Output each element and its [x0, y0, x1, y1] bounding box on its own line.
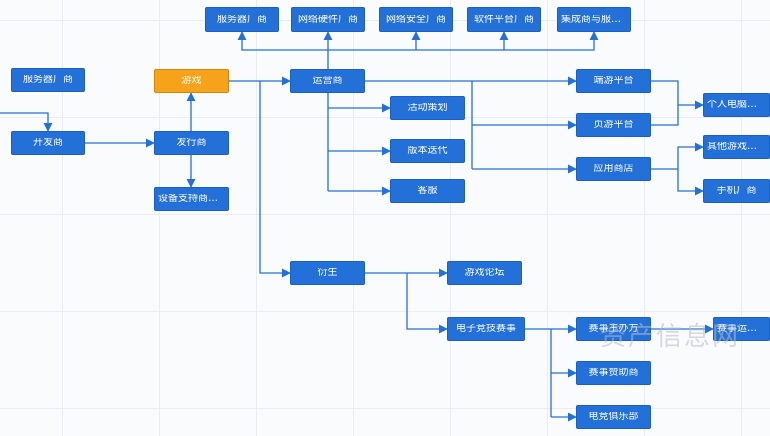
node-network-hardware-vendor[interactable]: 网络硬件厂商	[291, 7, 365, 32]
edge-left-to-developer	[0, 112, 53, 132]
edge-app-to-phone	[677, 169, 704, 196]
node-game[interactable]: 游戏	[154, 69, 229, 93]
node-pc-vendor[interactable]: 个人电脑厂商	[703, 93, 770, 117]
node-network-security-vendor[interactable]: 网络安全厂商	[379, 7, 453, 32]
edge-derivative-to-esports	[406, 273, 448, 334]
edge-game-to-derivative	[259, 81, 291, 278]
node-app-store[interactable]: 应用商店	[576, 157, 651, 181]
node-event-organizer[interactable]: 赛事主办方	[576, 317, 651, 341]
node-server-vendor-left[interactable]: 服务器厂商	[11, 68, 85, 92]
node-game-forum[interactable]: 游戏论坛	[447, 261, 522, 285]
node-event-sponsor[interactable]: 赛事赞助商	[576, 361, 651, 385]
node-integrator-server[interactable]: 集成商与服务器商	[557, 7, 631, 32]
node-esports[interactable]: 电子竞技赛事	[447, 317, 525, 341]
node-publisher[interactable]: 发行商	[154, 131, 229, 155]
node-other-game-device-vendor[interactable]: 其他游戏终端厂商	[703, 135, 770, 159]
node-derivative[interactable]: 衍生	[290, 261, 365, 285]
node-device-support[interactable]: 设备支持商（仅...	[154, 187, 229, 211]
node-event-operator[interactable]: 赛事运营方	[713, 317, 770, 341]
node-client-platform[interactable]: 端游平台	[576, 69, 651, 93]
node-operator[interactable]: 运营商	[290, 69, 365, 93]
node-server-vendor-top[interactable]: 服务器厂商	[205, 7, 279, 32]
edge-web-to-pc	[651, 105, 679, 126]
node-web-platform[interactable]: 页游平台	[576, 113, 651, 137]
node-version-iteration[interactable]: 版本迭代	[390, 139, 465, 163]
edge-client-to-pc	[651, 80, 704, 110]
node-phone-vendor[interactable]: 手机厂商	[703, 179, 770, 203]
node-software-platform-vendor[interactable]: 软件平台厂商	[467, 7, 541, 32]
node-esports-club[interactable]: 电竞俱乐部	[576, 405, 651, 429]
edge-vendors-bus	[241, 32, 595, 51]
edge-app-to-other	[651, 142, 704, 170]
node-event-planning[interactable]: 活动策划	[390, 96, 465, 120]
node-customer-service[interactable]: 客服	[390, 179, 465, 203]
node-developer[interactable]: 开发商	[11, 131, 85, 155]
